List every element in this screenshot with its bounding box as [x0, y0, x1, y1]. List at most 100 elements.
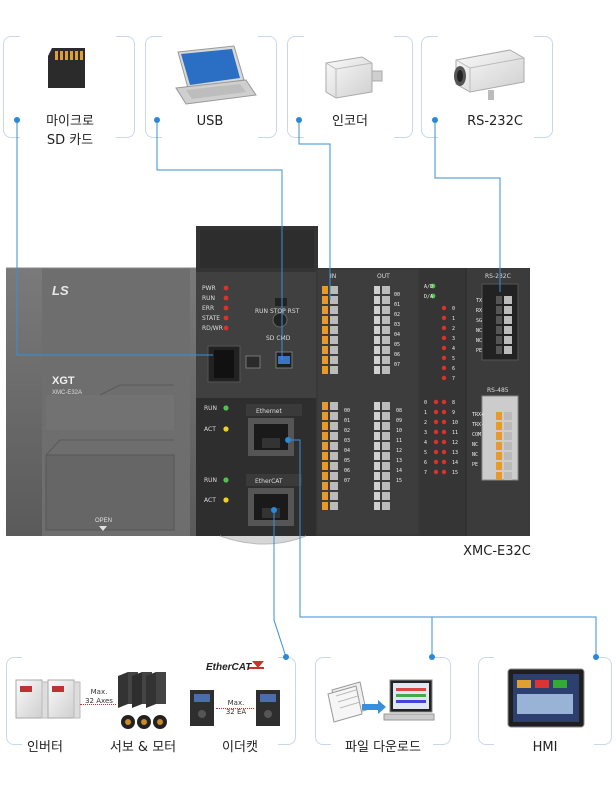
- out-number: 09: [396, 418, 402, 424]
- terminal-pin: [374, 366, 380, 374]
- io-led: [433, 409, 439, 415]
- inverter-icon: [15, 679, 81, 719]
- terminal-pin: [322, 482, 328, 490]
- terminal-screw: [330, 346, 338, 354]
- rs232-pin: NC: [476, 328, 482, 334]
- plc-unit: [6, 226, 530, 545]
- terminal-screw: [504, 306, 512, 314]
- io-led: [433, 419, 439, 425]
- terminal-pin: [322, 346, 328, 354]
- terminal-screw: [504, 326, 512, 334]
- io-number: 11: [452, 430, 458, 436]
- out-number: 05: [394, 342, 400, 348]
- io-led: [441, 305, 447, 311]
- servo-motor-icon: [118, 672, 167, 729]
- terminal-pin: [374, 346, 380, 354]
- terminal-screw: [504, 296, 512, 304]
- terminal-pin: [322, 502, 328, 510]
- plc-led-label: PWR: [202, 285, 216, 292]
- terminal-pin: [496, 326, 502, 334]
- rs232-pin: NC: [476, 338, 482, 344]
- terminal-pin: [496, 422, 502, 430]
- encoder-icon: [325, 56, 383, 99]
- io-led: [441, 419, 447, 425]
- terminal-screw: [504, 462, 512, 470]
- terminal-screw: [330, 492, 338, 500]
- terminal-pin: [496, 296, 502, 304]
- terminal-pin: [322, 432, 328, 440]
- terminal-screw: [382, 492, 390, 500]
- terminal-pin: [322, 356, 328, 364]
- out-number: 07: [394, 362, 400, 368]
- out-number: 05: [344, 458, 350, 464]
- terminal-screw: [382, 482, 390, 490]
- terminal-screw: [382, 316, 390, 324]
- terminal-screw: [382, 422, 390, 430]
- rs232-pin: SG: [476, 318, 482, 324]
- io-number: 10: [452, 420, 458, 426]
- io-led: [441, 439, 447, 445]
- plc-open-label: OPEN: [95, 518, 112, 524]
- io-led: [441, 315, 447, 321]
- terminal-pin: [322, 402, 328, 410]
- plc-port-led-label: RUN: [204, 477, 217, 484]
- terminal-screw: [382, 296, 390, 304]
- plc-rs485-label: RS-485: [487, 387, 509, 394]
- terminal-pin: [322, 422, 328, 430]
- terminal-screw: [330, 336, 338, 344]
- sd-card-icon: [48, 48, 85, 88]
- terminal-screw: [330, 366, 338, 374]
- io-number: 6: [424, 460, 427, 466]
- terminal-pin: [322, 412, 328, 420]
- io-number: 14: [452, 460, 458, 466]
- rs485-pin: NC: [472, 452, 478, 458]
- io-number: 3: [424, 430, 427, 436]
- io-number: 4: [452, 346, 455, 352]
- usb-label: USB: [196, 114, 224, 129]
- io-led-column: 0123456780911021131241351461570000010102…: [344, 292, 484, 484]
- io-number: 8: [452, 400, 455, 406]
- terminal-screw: [382, 306, 390, 314]
- io-led: [433, 399, 439, 405]
- io-number: 3: [452, 336, 455, 342]
- terminal-screw: [382, 356, 390, 364]
- terminal-screw: [382, 502, 390, 510]
- terminal-pin: [322, 452, 328, 460]
- io-led: [441, 345, 447, 351]
- terminal-pin: [374, 402, 380, 410]
- terminal-pin: [322, 326, 328, 334]
- io-led: [433, 469, 439, 475]
- terminal-pin: [374, 356, 380, 364]
- io-led: [441, 335, 447, 341]
- terminal-screw: [330, 316, 338, 324]
- plc-caption: XMC-E32C: [463, 544, 531, 559]
- terminal-pin: [322, 462, 328, 470]
- plc-rs232-label: RS-232C: [485, 273, 511, 280]
- terminal-screw: [382, 346, 390, 354]
- terminal-screw: [382, 336, 390, 344]
- terminal-pin: [496, 306, 502, 314]
- terminal-pin: [374, 336, 380, 344]
- terminal-pin: [496, 412, 502, 420]
- plc-port-led-label: ACT: [204, 497, 216, 504]
- inverter-servo-connector: [80, 704, 116, 705]
- terminal-pin: [322, 306, 328, 314]
- io-number: 13: [452, 450, 458, 456]
- io-led: [441, 409, 447, 415]
- io-number: 9: [452, 410, 455, 416]
- connection-lines: [16, 120, 597, 658]
- terminal-pin: [374, 462, 380, 470]
- io-number: 5: [452, 356, 455, 362]
- out-number: 06: [344, 468, 350, 474]
- terminal-screw: [330, 356, 338, 364]
- rs485-pin: PE: [472, 462, 478, 468]
- io-number: 1: [424, 410, 427, 416]
- terminal-pin: [322, 316, 328, 324]
- terminal-pin: [322, 336, 328, 344]
- terminal-screw: [382, 432, 390, 440]
- io-number: 7: [452, 376, 455, 382]
- plc-led-label: RUN: [202, 295, 215, 302]
- out-number: 06: [394, 352, 400, 358]
- out-number: 10: [396, 428, 402, 434]
